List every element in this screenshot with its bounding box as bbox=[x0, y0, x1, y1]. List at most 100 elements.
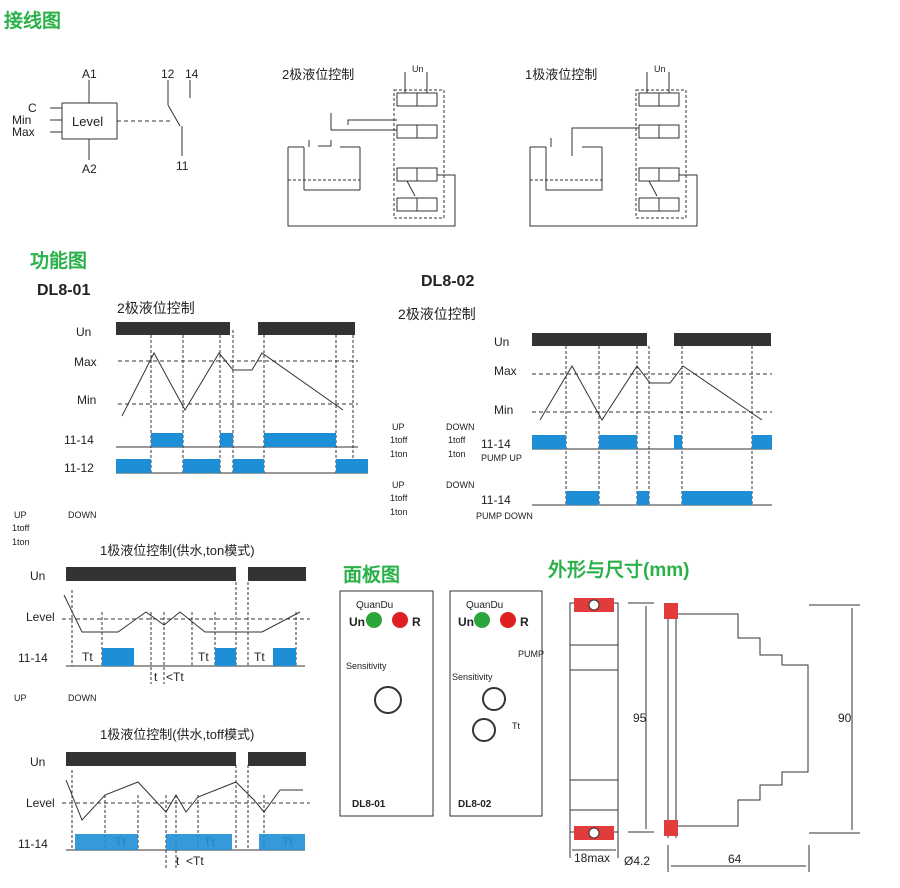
panel1-led-green bbox=[366, 612, 382, 628]
panel1-knob[interactable] bbox=[374, 686, 402, 714]
dl801-max: Max bbox=[74, 355, 97, 369]
one-pole-wiring-title: 1极液位控制 bbox=[525, 67, 598, 82]
terminal-min: Min bbox=[12, 113, 32, 127]
dl801-1112: 11-12 bbox=[64, 461, 94, 475]
panel2-model: DL8-02 bbox=[458, 799, 492, 810]
pulse bbox=[682, 491, 752, 505]
dl801-1114: 11-14 bbox=[64, 433, 94, 447]
un-bar bbox=[258, 322, 355, 335]
dial-a-down: DOWN bbox=[446, 422, 475, 432]
pulse bbox=[220, 433, 233, 447]
panel2-knob-sens[interactable] bbox=[482, 687, 506, 711]
panel2-r: R bbox=[520, 615, 529, 629]
panel2-sensitivity: Sensitivity bbox=[452, 672, 493, 682]
dim-hole: Ø4.2 bbox=[624, 854, 651, 868]
ton-level: Level bbox=[26, 610, 55, 624]
ton-tt-2: Tt bbox=[198, 650, 209, 664]
dim-rail: 90 bbox=[838, 711, 852, 725]
un-bar bbox=[66, 567, 236, 581]
dial-b-up: UP bbox=[392, 480, 405, 490]
toff-level: Level bbox=[26, 796, 55, 810]
dial-a-toff: 1toff bbox=[390, 435, 408, 445]
dl802-1114-up: 11-14 bbox=[481, 437, 511, 451]
ton-lt-tt: <Tt bbox=[166, 670, 184, 684]
toff-un: Un bbox=[30, 755, 46, 769]
dial-c-down: DOWN bbox=[68, 510, 97, 520]
un-bar bbox=[116, 322, 230, 335]
dial-a-up: UP bbox=[392, 422, 405, 432]
ton-un: Un bbox=[30, 569, 46, 583]
panel1-led-red bbox=[392, 612, 408, 628]
pulse bbox=[183, 459, 220, 473]
pulse bbox=[116, 459, 151, 473]
pulse bbox=[273, 648, 296, 666]
pulse bbox=[599, 435, 637, 449]
un-bar bbox=[532, 333, 647, 346]
pulse bbox=[752, 435, 772, 449]
pulse bbox=[259, 834, 305, 850]
dial-a-ton: 1ton bbox=[390, 449, 408, 459]
pulse bbox=[102, 648, 134, 666]
ton-t: t bbox=[154, 670, 158, 684]
model-dl8-02: DL8-02 bbox=[421, 273, 475, 290]
panel2-brand: QuanDu bbox=[466, 600, 504, 611]
panel2-led-red bbox=[500, 612, 516, 628]
dial-b-ton: 1ton bbox=[390, 507, 408, 517]
panel1-model: DL8-01 bbox=[352, 799, 386, 810]
panel-heading: 面板图 bbox=[343, 565, 401, 586]
dl802-pump-down: PUMP DOWN bbox=[476, 511, 533, 521]
panel2-knob-time[interactable] bbox=[472, 718, 496, 742]
ton-mode-title: 1极液位控制(供水,ton模式) bbox=[100, 543, 255, 558]
terminal-a1: A1 bbox=[82, 67, 97, 81]
panel1-un: Un bbox=[349, 615, 365, 629]
dl802-un: Un bbox=[494, 335, 510, 349]
pulse bbox=[532, 435, 566, 449]
dl802-min: Min bbox=[494, 403, 514, 417]
pulse bbox=[75, 834, 138, 850]
panel1-sensitivity: Sensitivity bbox=[346, 661, 387, 671]
pulse bbox=[151, 433, 183, 447]
pulse bbox=[264, 433, 336, 447]
dl801-subtitle: 2极液位控制 bbox=[117, 300, 195, 316]
ton-1114: 11-14 bbox=[18, 651, 48, 665]
dial-b-toff: 1toff bbox=[390, 493, 408, 503]
dl801-un: Un bbox=[76, 325, 92, 339]
dl801-min: Min bbox=[77, 393, 97, 407]
panel2-pump: PUMP bbox=[518, 649, 545, 659]
model-dl8-01: DL8-01 bbox=[37, 282, 91, 299]
un-bar bbox=[674, 333, 771, 346]
panel2-tt: Tt bbox=[512, 721, 520, 731]
pulse bbox=[233, 459, 264, 473]
terminal-c: C bbox=[28, 101, 37, 115]
panel1-r: R bbox=[412, 615, 421, 629]
terminal-12: 12 bbox=[161, 67, 175, 81]
dial-d-down: DOWN bbox=[68, 693, 97, 703]
terminal-a2: A2 bbox=[82, 162, 97, 176]
dial-c-toff: 1toff bbox=[12, 523, 30, 533]
un-bar bbox=[66, 752, 236, 766]
dial-a-toff-r: 1toff bbox=[448, 435, 466, 445]
toff-1114: 11-14 bbox=[18, 837, 48, 851]
terminal-14: 14 bbox=[185, 67, 199, 81]
one-pole-un: Un bbox=[654, 64, 666, 74]
pulse bbox=[674, 435, 682, 449]
dl802-max: Max bbox=[494, 364, 517, 378]
terminal-11: 11 bbox=[176, 159, 189, 173]
pulse bbox=[566, 491, 599, 505]
function-heading: 功能图 bbox=[30, 251, 88, 272]
panel2-un: Un bbox=[458, 615, 474, 629]
ton-tt-1: Tt bbox=[82, 650, 93, 664]
dimensions-heading: 外形与尺寸(mm) bbox=[548, 560, 690, 581]
terminal-max: Max bbox=[12, 125, 35, 139]
panel1-brand: QuanDu bbox=[356, 600, 394, 611]
panel2-led-green bbox=[474, 612, 490, 628]
wiring-heading: 接线图 bbox=[4, 11, 62, 32]
dial-c-ton: 1ton bbox=[12, 537, 30, 547]
dial-c-up: UP bbox=[14, 510, 27, 520]
toff-lt-tt: <Tt bbox=[186, 854, 204, 868]
dim-width: 18max bbox=[574, 851, 611, 865]
dl802-subtitle: 2极液位控制 bbox=[398, 306, 476, 322]
dial-b-down: DOWN bbox=[446, 480, 475, 490]
pulse bbox=[215, 648, 236, 666]
